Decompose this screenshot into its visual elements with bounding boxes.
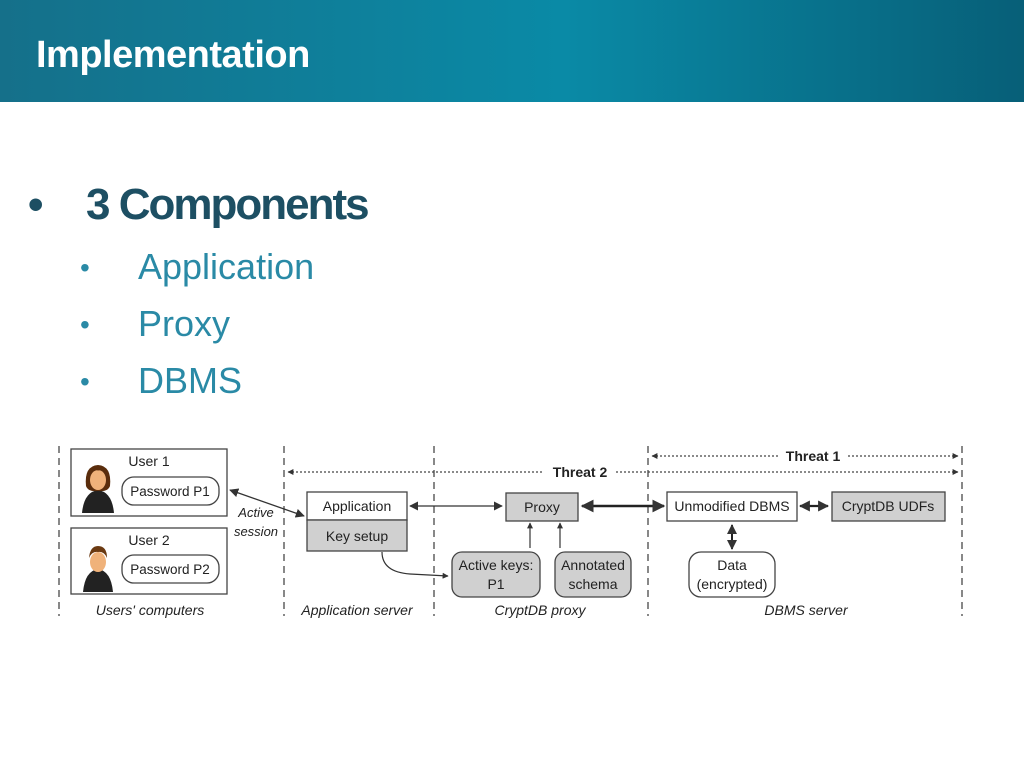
user2-box: User 2 Password P2 <box>70 527 228 595</box>
keysetup-activekeys-arrow <box>381 551 449 579</box>
application-box <box>306 491 408 521</box>
cryptdb-udfs-box <box>831 491 946 522</box>
user2-name: User 2 <box>128 532 169 548</box>
data-line2: (encrypted) <box>697 576 768 592</box>
password1-pill <box>121 476 220 506</box>
bullet-proxy-label: Proxy <box>138 303 231 344</box>
bullet-marker: • <box>80 252 90 283</box>
user1-name: User 1 <box>128 453 169 469</box>
password1-label: Password P1 <box>130 484 210 499</box>
region-application-server: Application server <box>300 602 414 618</box>
region-dbms-server: DBMS server <box>764 602 849 618</box>
threat1-label: Threat 1 <box>786 448 841 464</box>
proxy-box <box>505 492 579 522</box>
data-encrypted-box <box>688 551 776 598</box>
session-arrow <box>229 488 305 518</box>
active-keys-line1: Active keys: <box>459 557 534 573</box>
bullet-marker: • <box>28 180 43 229</box>
annotated-schema-line1: Annotated <box>561 557 625 573</box>
region-cryptdb-proxy: CryptDB proxy <box>494 602 586 618</box>
annotated-schema-box <box>554 551 632 598</box>
bullet-marker: • <box>80 366 90 397</box>
password2-label: Password P2 <box>130 562 210 577</box>
key-setup-label: Key setup <box>326 528 388 544</box>
user1-box: User 1 Password P1 <box>70 448 228 517</box>
bullet-dbms-label: DBMS <box>138 360 243 401</box>
title-bar: Implementation <box>0 0 1024 102</box>
key-setup-box <box>306 519 408 552</box>
user2-avatar-icon <box>83 546 113 592</box>
bullet-marker: • <box>80 309 90 340</box>
region-users-computers: Users' computers <box>96 602 204 618</box>
proxy-label: Proxy <box>524 499 560 515</box>
bullet-application-label: Application <box>138 246 315 287</box>
unmodified-dbms-label: Unmodified DBMS <box>674 498 789 514</box>
active-session-line1: Active <box>237 505 273 520</box>
active-session-line2: session <box>234 524 278 539</box>
annotated-schema-line2: schema <box>568 576 617 592</box>
password2-pill <box>121 554 220 584</box>
active-keys-box <box>451 551 541 598</box>
unmodified-dbms-box <box>666 491 798 522</box>
application-label: Application <box>323 498 392 514</box>
active-keys-line2: P1 <box>487 576 504 592</box>
bullet-main-label: 3 Components <box>86 180 370 229</box>
user1-avatar-icon <box>82 465 114 513</box>
cryptdb-udfs-label: CryptDB UDFs <box>842 498 935 514</box>
slide-title: Implementation <box>36 34 310 76</box>
threat2-label: Threat 2 <box>553 464 608 480</box>
data-line1: Data <box>717 557 747 573</box>
